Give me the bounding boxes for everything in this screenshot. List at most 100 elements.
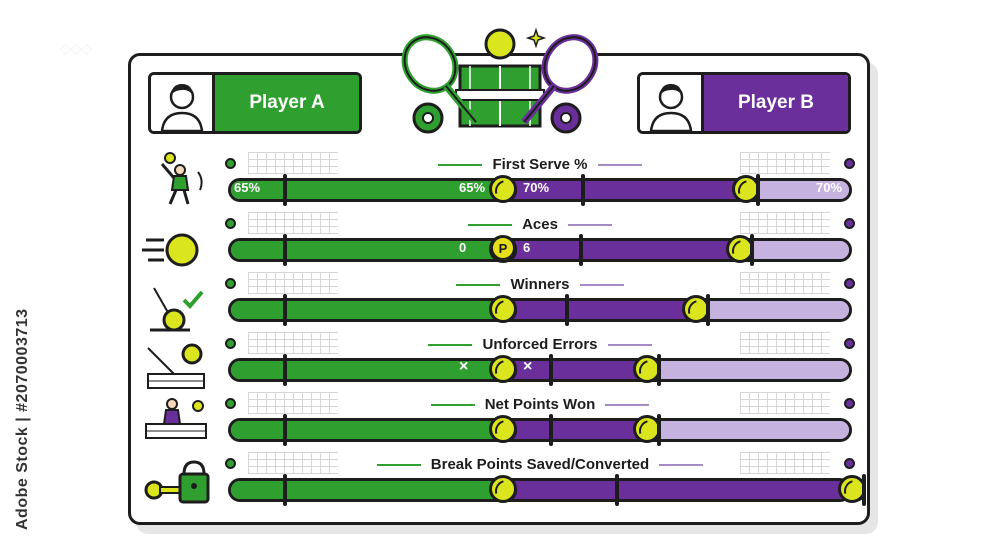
bar-tick [756,174,760,206]
tennis-ball-marker[interactable] [489,415,517,443]
court-grid-decoration [248,152,338,174]
stat-row[interactable]: Winners [225,272,855,336]
court-grid-decoration [248,332,338,354]
tennis-ball-marker[interactable] [489,355,517,383]
watermark-logo: ◇◇◇ [60,40,93,56]
tennis-ball-marker[interactable] [489,175,517,203]
serving-player-icon [160,152,203,205]
remaining-segment [699,301,849,319]
tennis-ball-marker[interactable] [633,355,661,383]
fast-ball-icon [142,233,199,267]
divider-line [430,403,475,406]
bar-tick [657,354,661,386]
net-player-icon [145,398,207,439]
player-b-value: 70% [815,180,842,195]
player-b-segment [506,301,699,319]
player-avatar-icon [160,84,203,131]
bar-tick [615,474,619,506]
player-b-dot [844,458,855,469]
divider-line [567,223,612,226]
player-b-segment [506,421,650,439]
bar-tick [283,234,287,266]
player-a-dot [225,398,236,409]
stat-bar[interactable] [228,298,852,322]
player-b-dot [844,398,855,409]
tennis-ball-marker[interactable] [489,475,517,503]
player-a-segment [231,421,506,439]
player-avatar-icon [649,84,692,131]
bar-tick [862,474,866,506]
tennis-ball-marker[interactable] [633,415,661,443]
stat-label: Break Points Saved/Converted [430,456,650,473]
stat-bar[interactable] [228,418,852,442]
bar-tick [657,414,661,446]
divider-line [456,283,501,286]
stock-id-label: Adobe Stock | #2070003713 [14,308,31,530]
stat-bar[interactable] [228,238,852,262]
player-b-mid-value: × [523,358,533,375]
bar-tick [579,234,583,266]
player-a-dot [225,338,236,349]
player-b-mid-value: 70% [523,180,550,195]
court-grid-decoration [248,212,338,234]
divider-line [468,223,513,226]
bar-tick [283,174,287,206]
stat-label: Aces [522,216,558,233]
court-grid-decoration [740,332,830,354]
bar-tick [283,414,287,446]
ball-check-icon [150,287,204,332]
divider-line [605,403,650,406]
bar-tick [283,354,287,386]
divider-line [607,343,652,346]
remaining-segment [650,361,849,379]
player-b-dot [844,158,855,169]
player-a-dot [225,158,236,169]
bar-tick [581,174,585,206]
player-b-dot [844,218,855,229]
court-grid-decoration [740,452,830,474]
player-a-segment [231,301,506,319]
court-grid-decoration [248,272,338,294]
player-b-segment [506,361,650,379]
bar-tick [565,294,569,326]
player-b-card[interactable]: Player B [637,72,851,134]
stat-row[interactable]: Net Points Won [225,392,855,456]
stat-label: Unforced Errors [482,336,598,353]
divider-line [597,163,642,166]
player-b-segment [506,241,743,259]
ball-net-icon [147,343,205,389]
bar-tick [283,294,287,326]
divider-line [659,463,704,466]
bar-tick [750,234,754,266]
remaining-segment [650,421,849,439]
divider-line [438,163,483,166]
player-a-segment [231,181,506,199]
stat-row[interactable]: Unforced Errors × × [225,332,855,396]
bar-tick [283,474,287,506]
player-a-segment [231,481,504,499]
point-coin-icon: P [491,236,515,260]
stat-row[interactable]: Break Points Saved/Converted [225,452,866,516]
player-a-segment [231,361,506,379]
player-a-mid-value: 0 [459,240,467,255]
tennis-ball-marker[interactable] [489,295,517,323]
court-grid-decoration [740,212,830,234]
player-a-dot [225,458,236,469]
stat-label: First Serve % [492,156,588,173]
player-a-mid-value: 65% [459,180,486,195]
player-b-dot [844,338,855,349]
divider-line [376,463,421,466]
stat-row[interactable]: First Serve % 65%65%70%70% [225,152,855,216]
stat-bar[interactable] [228,358,852,382]
divider-line [579,283,624,286]
player-b-segment [503,481,849,499]
player-b-name: Player B [704,75,848,131]
remaining-segment [743,241,849,259]
player-a-name: Player A [215,75,359,131]
stat-label: Winners [510,276,570,293]
player-a-mid-value: × [459,358,469,375]
player-a-card[interactable]: Player A [148,72,362,134]
stat-bar[interactable] [228,478,852,502]
